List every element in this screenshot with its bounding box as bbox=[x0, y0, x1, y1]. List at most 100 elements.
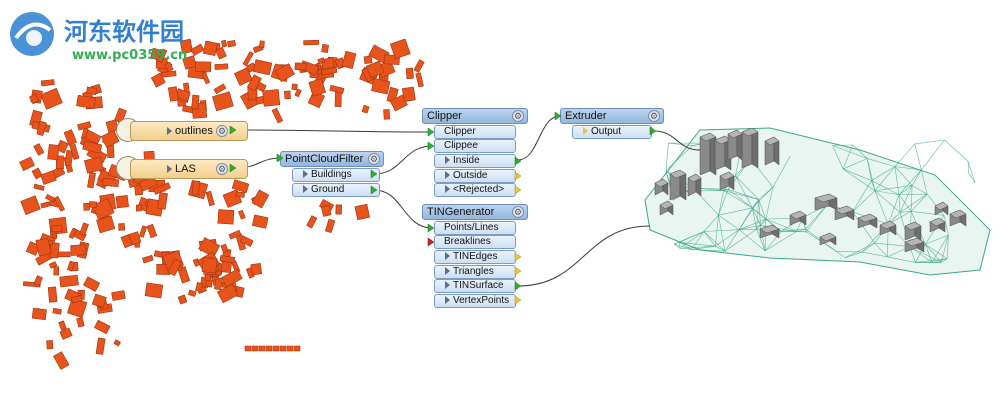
tin-edge bbox=[758, 199, 767, 220]
tin-edge bbox=[852, 144, 868, 159]
tin-edge bbox=[718, 190, 724, 216]
tin-edge bbox=[925, 244, 942, 263]
extruder-header[interactable]: Extruder bbox=[560, 108, 664, 124]
expand-arrow-icon[interactable] bbox=[445, 281, 450, 289]
building-footprint bbox=[33, 275, 43, 287]
building-footprint bbox=[152, 182, 171, 195]
output-port-rejected[interactable]: <Rejected> bbox=[434, 183, 516, 197]
tin-edge bbox=[909, 246, 942, 263]
tin-edge bbox=[765, 187, 774, 220]
extruded-building bbox=[719, 171, 735, 181]
input-port-clippee[interactable]: Clippee bbox=[434, 139, 516, 153]
expand-arrow-icon[interactable] bbox=[583, 127, 588, 135]
expand-arrow-icon[interactable] bbox=[167, 165, 172, 173]
expand-arrow-icon[interactable] bbox=[445, 171, 450, 179]
building-footprint bbox=[308, 78, 327, 97]
tin-edge bbox=[900, 210, 912, 213]
building-footprint bbox=[320, 204, 332, 217]
building-footprint bbox=[67, 260, 75, 272]
building-footprint bbox=[191, 94, 200, 110]
output-port-vertexpoints[interactable]: VertexPoints bbox=[434, 294, 516, 308]
expand-arrow-icon[interactable] bbox=[445, 296, 450, 304]
clipper-header[interactable]: Clipper bbox=[422, 108, 528, 124]
building-footprint bbox=[120, 234, 133, 249]
tin-edge bbox=[931, 258, 948, 263]
tin-edge bbox=[911, 169, 922, 186]
port-label: Clipper bbox=[444, 126, 476, 137]
building-footprint bbox=[63, 129, 77, 146]
building-footprint bbox=[262, 89, 281, 107]
gear-icon[interactable]: ⚙ bbox=[368, 153, 380, 165]
tin-edge bbox=[715, 229, 740, 247]
gear-icon[interactable]: ⚙ bbox=[216, 163, 228, 175]
expand-arrow-icon[interactable] bbox=[445, 185, 450, 193]
tin-edge bbox=[668, 142, 693, 147]
building-footprint bbox=[405, 67, 414, 80]
gear-icon[interactable]: ⚙ bbox=[216, 125, 228, 137]
building-footprint bbox=[284, 90, 291, 100]
gear-icon[interactable]: ⚙ bbox=[648, 110, 660, 122]
output-port-buildings[interactable]: Buildings bbox=[292, 168, 380, 182]
building-footprint bbox=[59, 274, 79, 288]
output-port-outside[interactable]: Outside bbox=[434, 169, 516, 183]
tin-edge bbox=[703, 214, 719, 232]
extruded-building bbox=[834, 205, 855, 215]
building-footprint bbox=[111, 290, 126, 301]
tin-edge bbox=[931, 234, 949, 263]
building-footprint bbox=[70, 244, 87, 256]
expand-arrow-icon[interactable] bbox=[445, 267, 450, 275]
tin-edge bbox=[735, 175, 759, 200]
output-port-inside[interactable]: Inside bbox=[434, 154, 516, 168]
pointcloudfilter-header[interactable]: PointCloudFilter bbox=[280, 151, 384, 167]
tin-edge bbox=[718, 215, 726, 252]
reader-outlines-body[interactable]: outlines bbox=[130, 121, 248, 141]
building-footprint bbox=[144, 282, 164, 299]
expand-arrow-icon[interactable] bbox=[445, 156, 450, 164]
output-port-output[interactable]: Output bbox=[572, 125, 652, 139]
building-footprint bbox=[279, 345, 287, 352]
building-footprint bbox=[365, 60, 385, 79]
expand-arrow-icon[interactable] bbox=[167, 127, 172, 135]
gear-icon[interactable]: ⚙ bbox=[512, 206, 524, 218]
expand-arrow-icon[interactable] bbox=[303, 170, 308, 178]
building-footprint bbox=[31, 167, 43, 180]
output-port-tinsurface[interactable]: TINSurface bbox=[434, 279, 516, 293]
input-port-points-lines[interactable]: Points/Lines bbox=[434, 221, 516, 235]
tingenerator-header[interactable]: TINGenerator bbox=[422, 204, 528, 220]
building-footprint bbox=[177, 294, 188, 305]
building-footprint bbox=[76, 317, 85, 328]
tin-edge bbox=[866, 158, 872, 181]
building-footprint bbox=[40, 201, 51, 209]
building-footprint bbox=[58, 320, 67, 331]
building-footprint bbox=[240, 235, 254, 248]
output-port-triangles[interactable]: Triangles bbox=[434, 265, 516, 279]
tin-edge bbox=[898, 194, 912, 212]
building-footprint bbox=[46, 340, 54, 350]
tin-edge bbox=[805, 204, 828, 232]
expand-arrow-icon[interactable] bbox=[303, 185, 308, 193]
input-port-breaklines[interactable]: Breaklines bbox=[434, 235, 516, 249]
tin-edge bbox=[781, 228, 806, 232]
gear-icon[interactable]: ⚙ bbox=[512, 110, 524, 122]
building-footprint bbox=[91, 293, 107, 309]
tin-edge bbox=[941, 258, 948, 263]
building-footprint bbox=[150, 72, 166, 88]
reader-las-body[interactable]: LAS bbox=[130, 159, 248, 179]
tin-edge bbox=[899, 185, 913, 213]
tin-edge bbox=[728, 189, 759, 200]
building-footprint bbox=[82, 140, 103, 154]
input-port-clipper[interactable]: Clipper bbox=[434, 125, 516, 139]
building-footprint bbox=[40, 79, 55, 87]
building-footprint bbox=[238, 209, 246, 220]
expand-arrow-icon[interactable] bbox=[445, 252, 450, 260]
building-footprint bbox=[118, 223, 126, 231]
output-port-ground[interactable]: Ground bbox=[292, 183, 380, 197]
output-port-tinedges[interactable]: TINEdges bbox=[434, 250, 516, 264]
tin-edge bbox=[852, 190, 876, 213]
tin-edge bbox=[673, 243, 680, 249]
building-footprint bbox=[52, 307, 62, 315]
building-footprint bbox=[164, 61, 174, 73]
tin-edge bbox=[852, 211, 875, 244]
building-footprint bbox=[242, 51, 254, 67]
